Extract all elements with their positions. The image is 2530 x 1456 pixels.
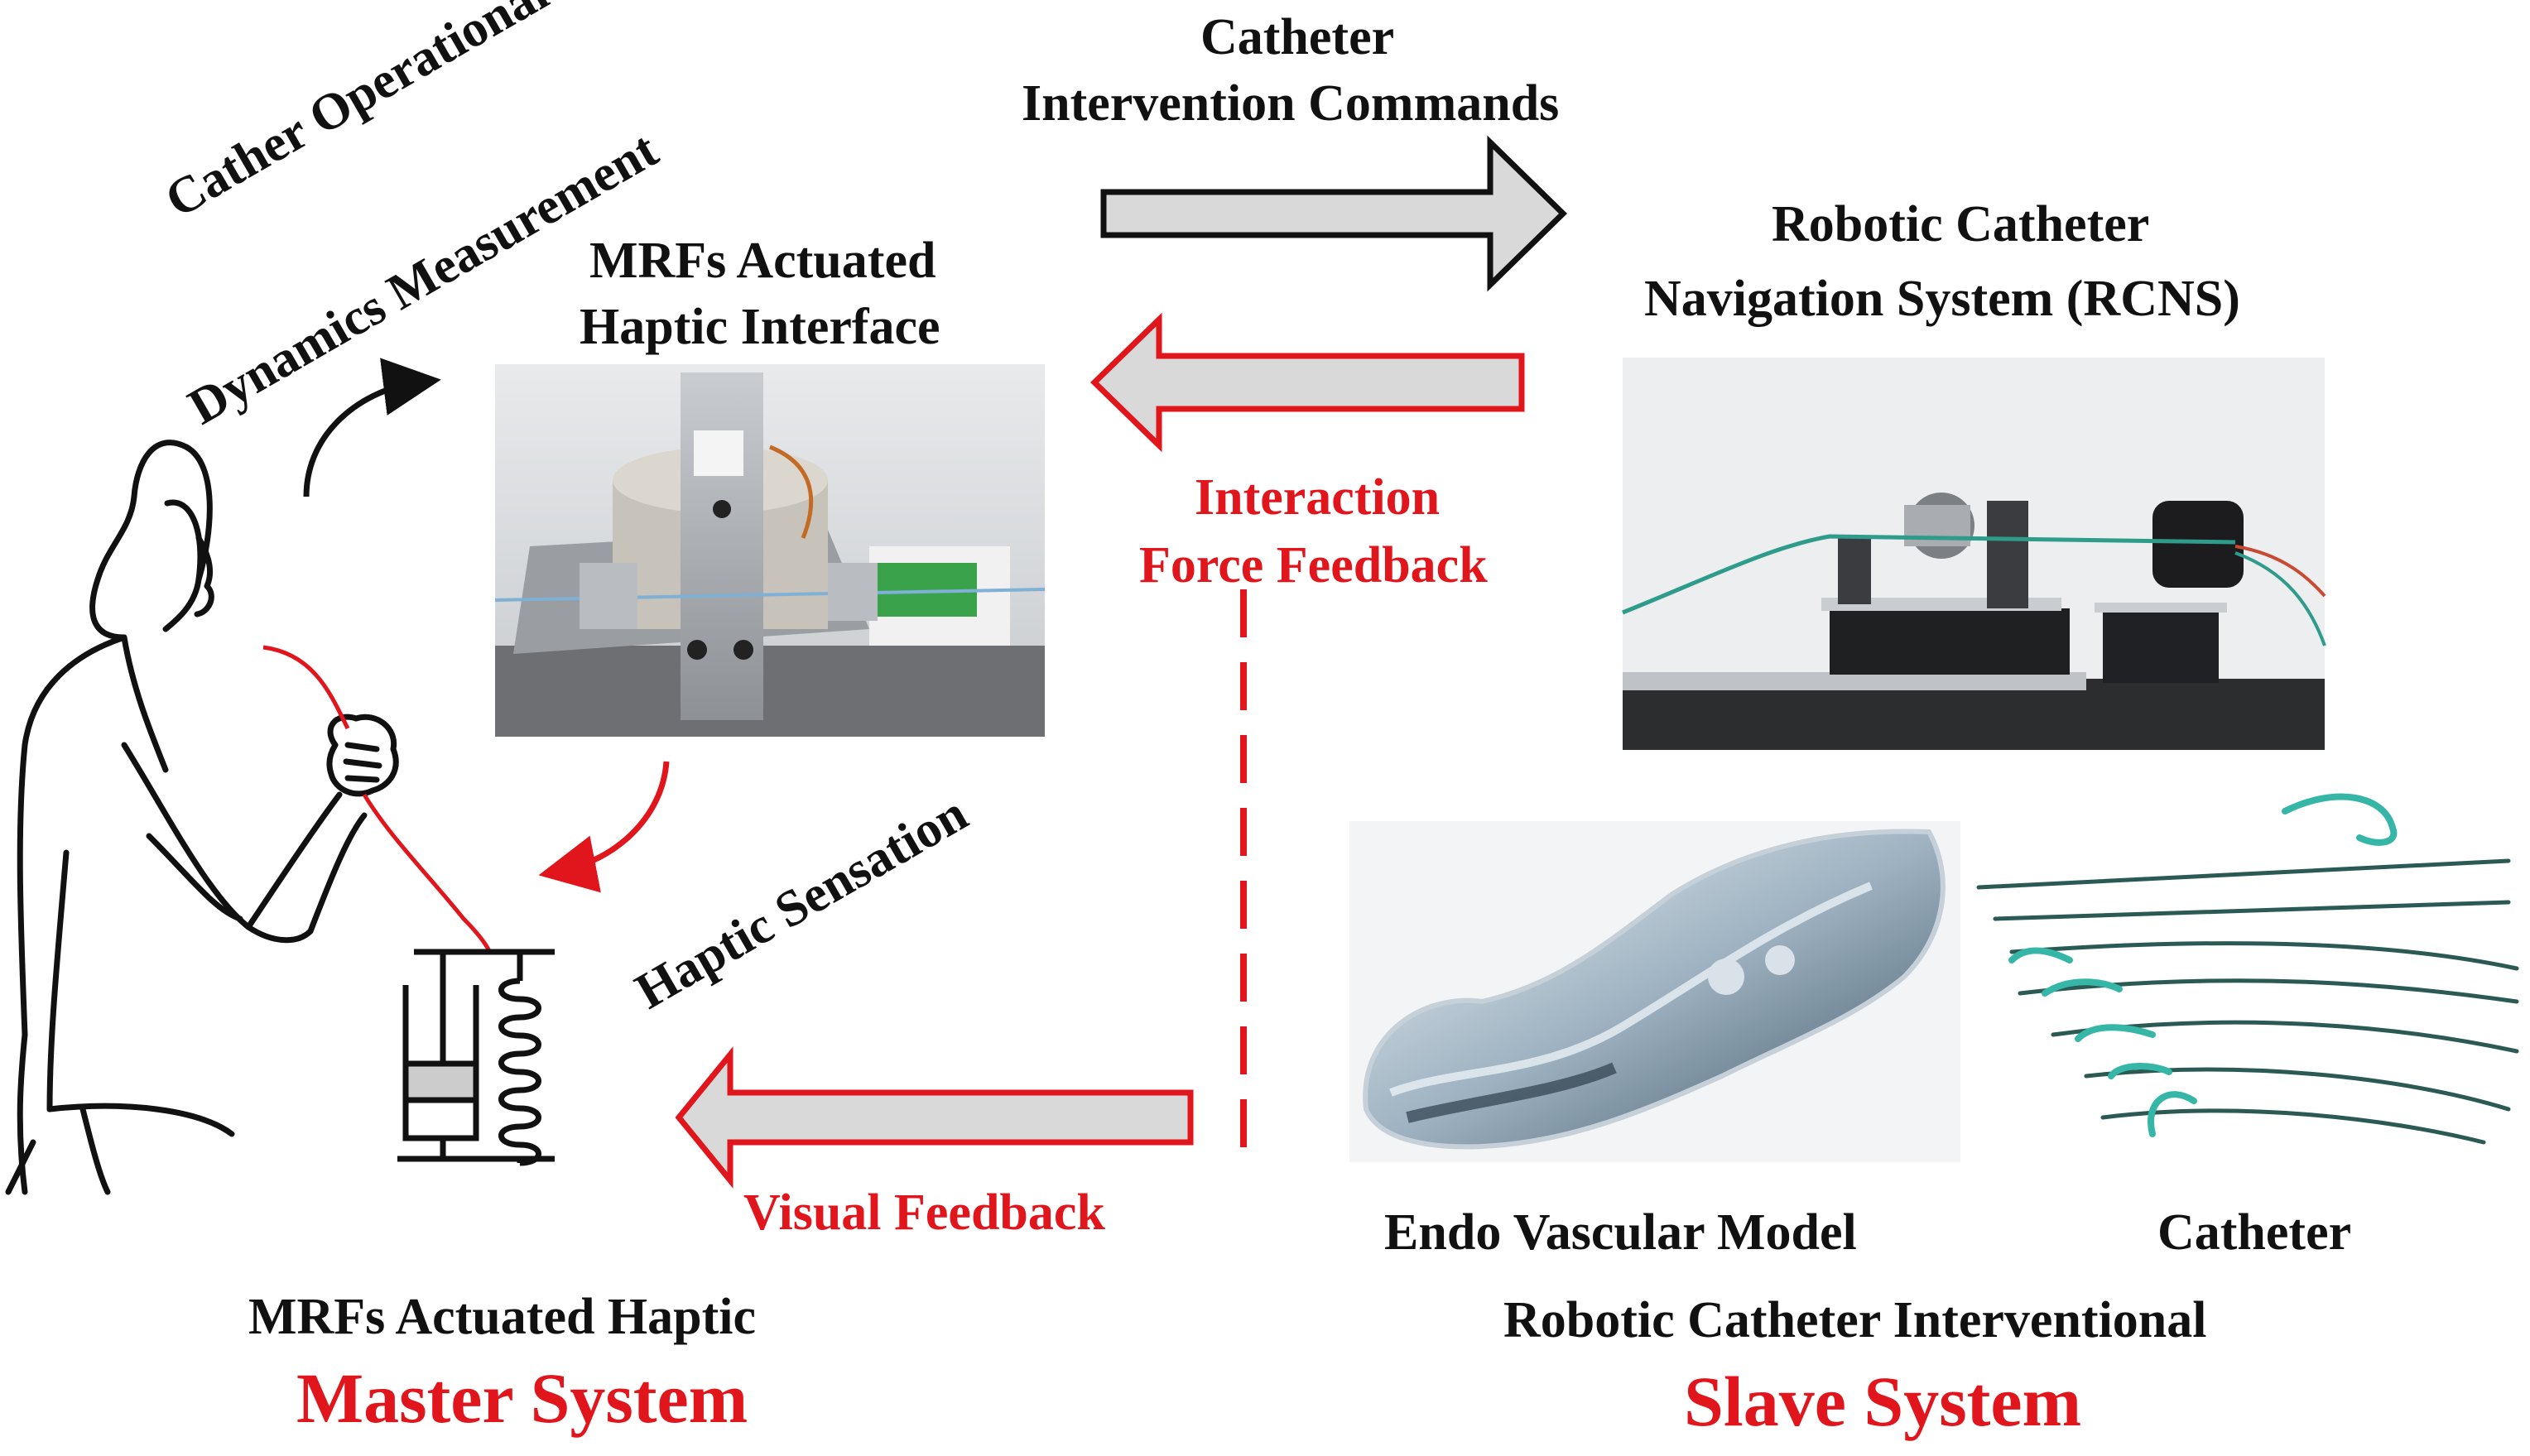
rcns-label-line2: Navigation System (RCNS) [1644, 271, 2240, 327]
vascular-model-photo [1349, 821, 1960, 1162]
haptic-sensation-curve-arrow [538, 761, 670, 893]
force-feedback-label-line2: Force Feedback [1139, 537, 1488, 593]
catheter-label: Catheter [2157, 1204, 2352, 1261]
visual-feedback-label: Visual Feedback [743, 1185, 1105, 1241]
master-subtitle: MRFs Actuated Haptic [248, 1289, 757, 1345]
haptic-interface-label-line1: MRFs Actuated [589, 233, 936, 289]
slave-subtitle: Robotic Catheter Interventional [1503, 1292, 2207, 1348]
force-feedback-arrow [1089, 312, 1525, 453]
operator-sketch [5, 440, 399, 1195]
catheters-photo [1976, 793, 2519, 1145]
vascular-model-label: Endo Vascular Model [1384, 1204, 1857, 1261]
rcns-photo [1622, 358, 2326, 750]
operator-catheter [262, 645, 493, 954]
dynamics-curve-arrow [303, 358, 441, 497]
slave-title: Slave System [1684, 1362, 2082, 1441]
rcns-label-line1: Robotic Catheter [1772, 196, 2150, 252]
spring-damper-icon [397, 949, 555, 1166]
commands-label-line1: Catheter [1200, 9, 1395, 65]
haptic-interface-label-line2: Haptic Interface [580, 299, 940, 355]
visual-feedback-arrow [675, 1046, 1194, 1189]
master-title: Master System [296, 1358, 748, 1438]
haptic-interface-photo [494, 364, 1046, 737]
force-feedback-label-line1: Interaction [1195, 469, 1441, 526]
commands-arrow [1100, 135, 1568, 292]
commands-label-line2: Intervention Commands [1022, 75, 1560, 132]
